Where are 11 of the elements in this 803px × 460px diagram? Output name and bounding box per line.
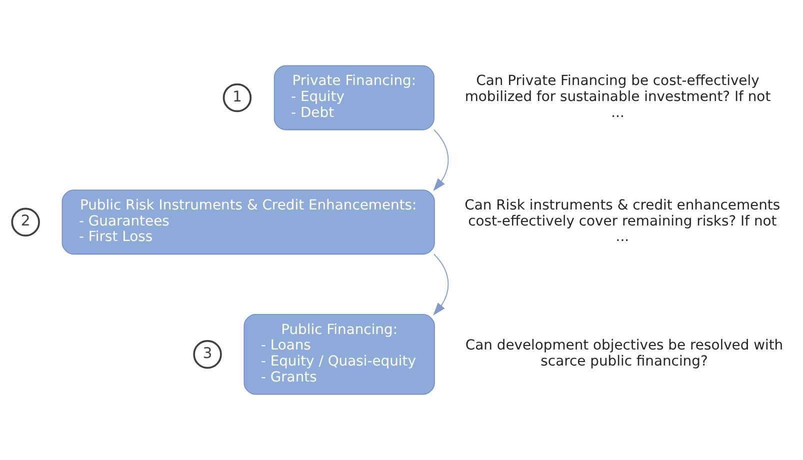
node-label: Can development objectives be resolved with scarce public financing? xyxy=(465,338,784,370)
node-box: Private Financing: - Equity - Debt xyxy=(274,65,434,130)
node-circle: 3 xyxy=(193,340,222,369)
node-label: Can Private Financing be cost-effectively mobilized for sustainable investment? If not ... xyxy=(464,73,771,121)
arrow xyxy=(433,129,449,192)
node-box: Public Risk Instruments & Credit Enhancements: - Guarantees - First Loss xyxy=(62,190,435,255)
node-box: Public Financing: - Loans - Equity / Quasi-equity - Grants xyxy=(244,314,435,395)
node-label: Can Risk instruments & credit enhancements cost-effectively cover remaining risks? If not ... xyxy=(464,198,780,246)
arrow xyxy=(433,254,449,316)
node-circle: 1 xyxy=(222,83,252,112)
node-circle: 2 xyxy=(11,208,40,236)
